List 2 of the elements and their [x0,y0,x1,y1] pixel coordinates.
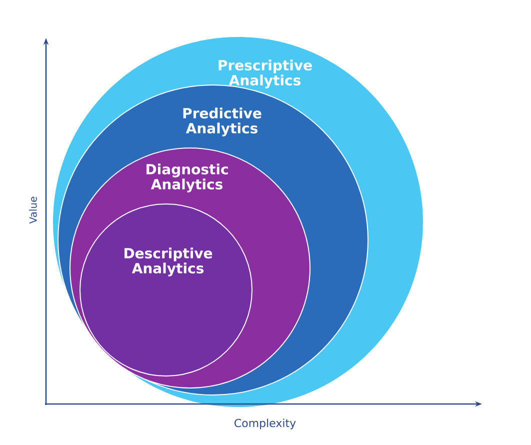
axis-label: Value [29,196,37,224]
axis-label: Complexity [234,418,296,430]
